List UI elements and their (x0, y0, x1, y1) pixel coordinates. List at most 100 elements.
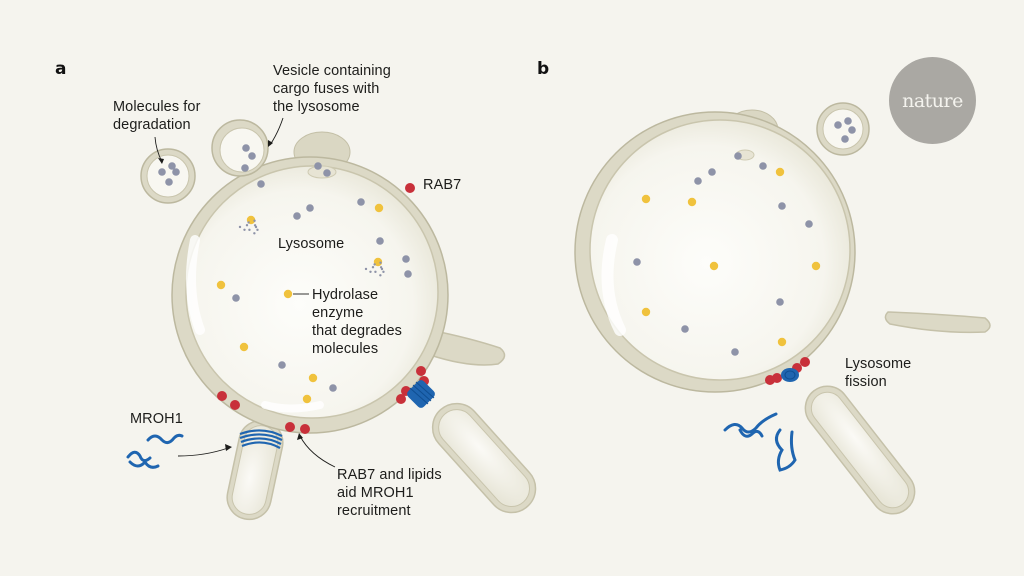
cargo-molecule (841, 135, 849, 143)
lysosome-lumen-b (589, 119, 851, 381)
hydrolase-enzyme (709, 261, 719, 271)
cargo-molecule (759, 162, 767, 170)
cargo-molecule (776, 298, 784, 306)
hydrolase-enzyme (283, 289, 293, 299)
degraded-fragment (256, 228, 259, 232)
cargo-molecule (376, 237, 384, 245)
rab7-protein (396, 394, 406, 404)
cargo-molecule (241, 164, 249, 172)
rab7-protein (800, 357, 810, 367)
degraded-fragment (373, 263, 376, 266)
cargo-molecule (314, 162, 322, 170)
arrow-mroh1 (177, 447, 229, 457)
hydrolase-enzyme (373, 257, 383, 267)
molecule-layer (158, 117, 856, 434)
degraded-fragment (371, 266, 375, 269)
degraded-fragment (364, 267, 368, 271)
panel-b-illustration (574, 102, 991, 515)
degraded-fragment (253, 219, 256, 222)
cargo-molecule (357, 198, 365, 206)
rab7-protein (772, 373, 782, 383)
hydrolase-enzyme (687, 197, 697, 207)
cargo-molecule (681, 325, 689, 333)
degraded-fragment (245, 224, 249, 227)
hydrolase-enzyme (302, 394, 312, 404)
degraded-fragment (374, 270, 377, 274)
tubule-fissioned (804, 385, 916, 515)
degraded-fragment (238, 225, 242, 229)
cargo-molecule (694, 177, 702, 185)
label-lysosome: Lysosome (278, 236, 345, 252)
degraded-fragment (379, 274, 382, 277)
cargo-molecule (323, 169, 331, 177)
cargo-molecule (402, 255, 410, 263)
arrowhead (268, 140, 273, 147)
tubule-bottom (226, 419, 284, 521)
degraded-fragment (248, 228, 251, 232)
cargo-molecule (278, 361, 286, 369)
cargo-molecule (248, 152, 256, 160)
hydrolase-enzyme (641, 307, 651, 317)
label-rab7: RAB7 (423, 177, 462, 193)
mroh1-coil-b (781, 368, 799, 382)
cargo-molecule (734, 152, 742, 160)
degraded-fragment (382, 270, 385, 274)
rab7-protein (416, 366, 426, 376)
hydrolase-enzyme (775, 167, 785, 177)
cargo-molecule (168, 162, 176, 170)
tubule-closed (429, 329, 506, 366)
cargo-molecule (778, 202, 786, 210)
degraded-fragment (379, 266, 383, 269)
label-mroh1: MROH1 (130, 411, 183, 427)
cargo-molecule (293, 212, 301, 220)
rab7-protein (285, 422, 295, 432)
cargo-molecule (242, 144, 250, 152)
degraded-fragment (253, 232, 256, 235)
cargo-molecule (232, 294, 240, 302)
arrowhead (225, 444, 232, 451)
label-hydrolase: Hydrolase enzyme that degrades molecules (312, 287, 402, 357)
degraded-fragment (379, 261, 382, 264)
panel-label-a: a (55, 59, 67, 79)
hydrolase-enzyme (239, 342, 249, 352)
mroh1-ring-bottom (239, 429, 283, 449)
cargo-molecule (257, 180, 265, 188)
arrowhead (297, 433, 303, 440)
mroh1-ring-right (407, 380, 435, 408)
tubule-right (431, 402, 537, 514)
mroh1-free-protein-icon (723, 412, 778, 438)
label-rab7-lipids-recruitment: RAB7 and lipids aid MROH1 recruitment (337, 467, 442, 519)
mroh1-free-protein-icon (775, 428, 797, 472)
rab7-protein (217, 391, 227, 401)
hydrolase-enzyme (374, 203, 384, 213)
panel-a-illustration (140, 119, 537, 521)
leader-line-vesicle (269, 117, 284, 146)
cargo-molecule (329, 384, 337, 392)
cargo-molecule (844, 117, 852, 125)
panel-label-b: b (537, 59, 550, 79)
cargo-molecule (158, 168, 166, 176)
tubule-detached (884, 311, 991, 334)
rab7-protein (230, 400, 240, 410)
cargo-molecule (404, 270, 412, 278)
degraded-fragment (253, 224, 257, 227)
nature-logo: nature (889, 57, 976, 144)
label-vesicle-fusion: Vesicle containing cargo fuses with the … (273, 63, 391, 115)
rab7-protein (300, 424, 310, 434)
cargo-molecule (633, 258, 641, 266)
cargo-molecule (731, 348, 739, 356)
cargo-molecule (306, 204, 314, 212)
nature-logo-text: nature (902, 89, 963, 112)
cargo-molecule (834, 121, 842, 129)
leader-line-recruitment (299, 435, 336, 468)
cargo-molecule (708, 168, 716, 176)
cargo-molecule (805, 220, 813, 228)
label-molecules-for-degradation: Molecules for degradation (113, 99, 201, 133)
hydrolase-enzyme (641, 194, 651, 204)
hydrolase-enzyme (777, 337, 787, 347)
cargo-molecule (848, 126, 856, 134)
cargo-molecule (172, 168, 180, 176)
cargo-molecule (165, 178, 173, 186)
rab7-protein (405, 183, 415, 193)
